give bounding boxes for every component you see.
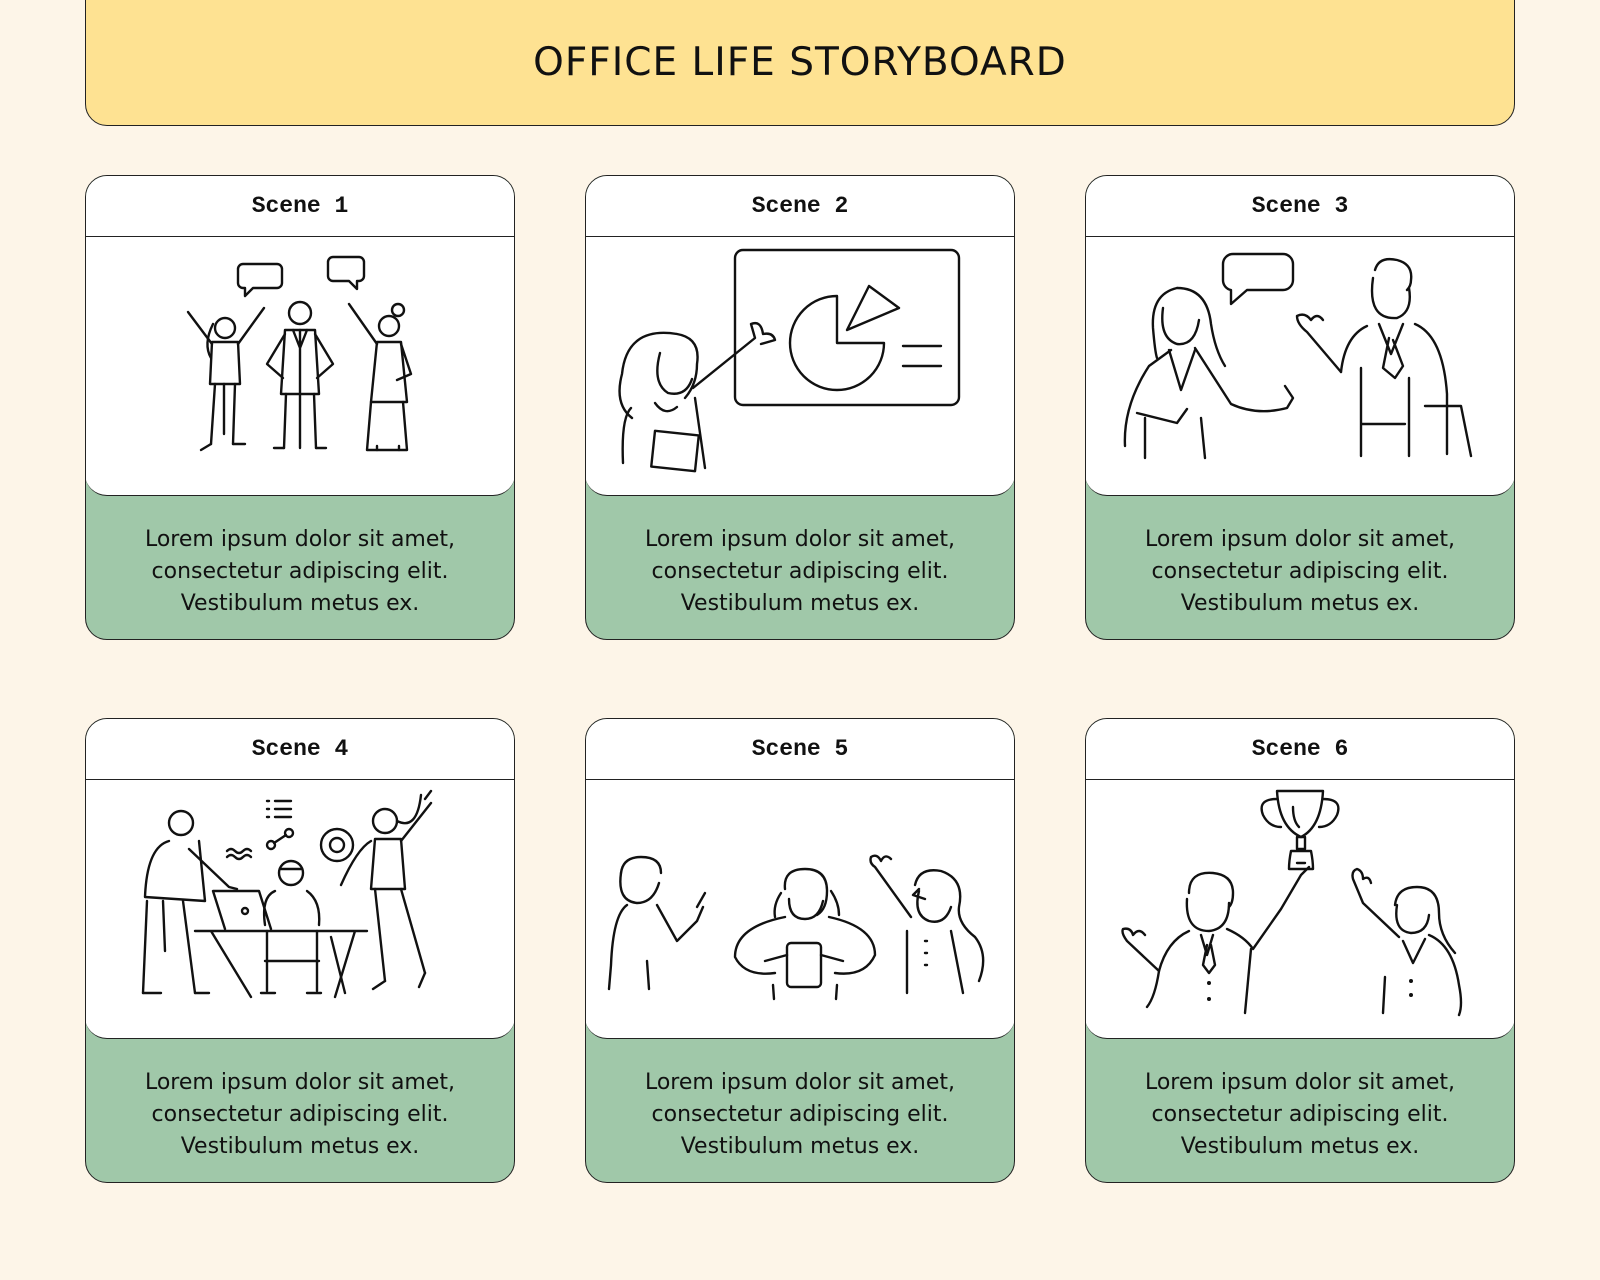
team-working-at-laptop-icon — [86, 781, 514, 1036]
scene-panel-6: Scene 6 — [1086, 719, 1514, 1039]
scene-card-5: Scene 5 — [585, 718, 1015, 1183]
scene-card-3: Scene 3 Lorem ipsum dolor sit amet, — [1085, 175, 1515, 640]
three-people-with-phones-icon — [586, 781, 1014, 1036]
title-banner: OFFICE LIFE STORYBOARD — [85, 0, 1515, 126]
scene-card-1: Scene 1 — [85, 175, 515, 640]
scene-panel-4: Scene 4 — [86, 719, 514, 1039]
scene-caption: Lorem ipsum dolor sit amet, consectetur … — [1144, 526, 1456, 616]
scene-panel-2: Scene 2 — [586, 176, 1014, 496]
scene-label: Scene 2 — [586, 176, 1014, 237]
winners-holding-trophy-icon — [1086, 781, 1514, 1036]
scene-label: Scene 5 — [586, 719, 1014, 780]
scene-caption: Lorem ipsum dolor sit amet, consectetur … — [644, 526, 956, 616]
scene-caption: Lorem ipsum dolor sit amet, consectetur … — [144, 526, 456, 616]
scene-label: Scene 4 — [86, 719, 514, 780]
scene-label: Scene 3 — [1086, 176, 1514, 237]
scene-card-2: Scene 2 Lorem ipsum dolor sit amet, cons… — [585, 175, 1015, 640]
scene-label: Scene 6 — [1086, 719, 1514, 780]
scene-caption: Lorem ipsum dolor sit amet, consectetur … — [1144, 1069, 1456, 1159]
scene-caption: Lorem ipsum dolor sit amet, consectetur … — [644, 1069, 956, 1159]
scene-caption: Lorem ipsum dolor sit amet, consectetur … — [144, 1069, 456, 1159]
scene-card-6: Scene 6 — [1085, 718, 1515, 1183]
scene-panel-5: Scene 5 — [586, 719, 1014, 1039]
scene-panel-3: Scene 3 — [1086, 176, 1514, 496]
page-title: OFFICE LIFE STORYBOARD — [533, 39, 1067, 85]
three-colleagues-cheering-icon — [86, 238, 514, 493]
presenter-pie-chart-board-icon — [586, 238, 1014, 493]
two-colleagues-talking-icon — [1086, 238, 1514, 493]
scene-panel-1: Scene 1 — [86, 176, 514, 496]
scene-card-4: Scene 4 — [85, 718, 515, 1183]
scene-label: Scene 1 — [86, 176, 514, 237]
